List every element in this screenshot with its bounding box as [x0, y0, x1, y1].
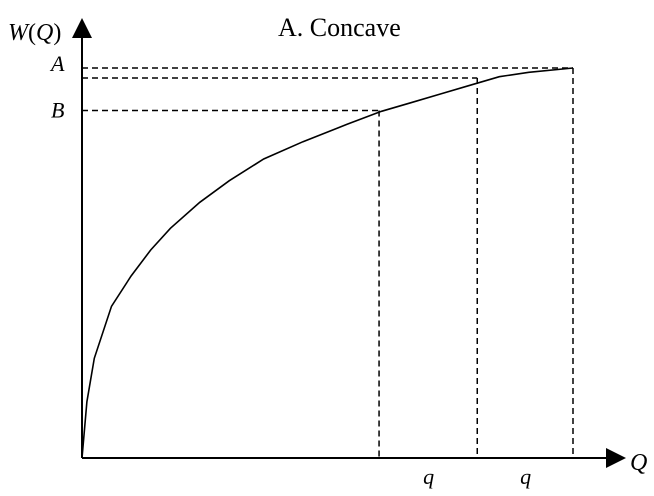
svg-text:W(Q): W(Q) — [8, 20, 61, 46]
chart-marks: ABq q — [49, 51, 574, 489]
y-axis-label-paren-close: ) — [53, 20, 61, 46]
x-axis-arrow-icon — [606, 448, 626, 468]
y-tick-label-a: A — [49, 51, 65, 76]
y-axis-arrow-icon — [72, 18, 92, 38]
x-tick-label-q-1: q — [423, 464, 434, 489]
x-tick-label-q-2: q — [520, 464, 531, 489]
concave-curve — [81, 67, 574, 459]
y-axis-label-q: Q — [36, 20, 53, 46]
chart-title: A. Concave — [278, 13, 401, 42]
y-axis-label-paren-open: ( — [28, 20, 36, 46]
x-axis-label: Q — [630, 450, 647, 476]
y-tick-label-b: B — [51, 97, 64, 122]
y-axis-label-w: W — [8, 20, 30, 46]
y-axis-label: W(Q) — [8, 20, 61, 46]
